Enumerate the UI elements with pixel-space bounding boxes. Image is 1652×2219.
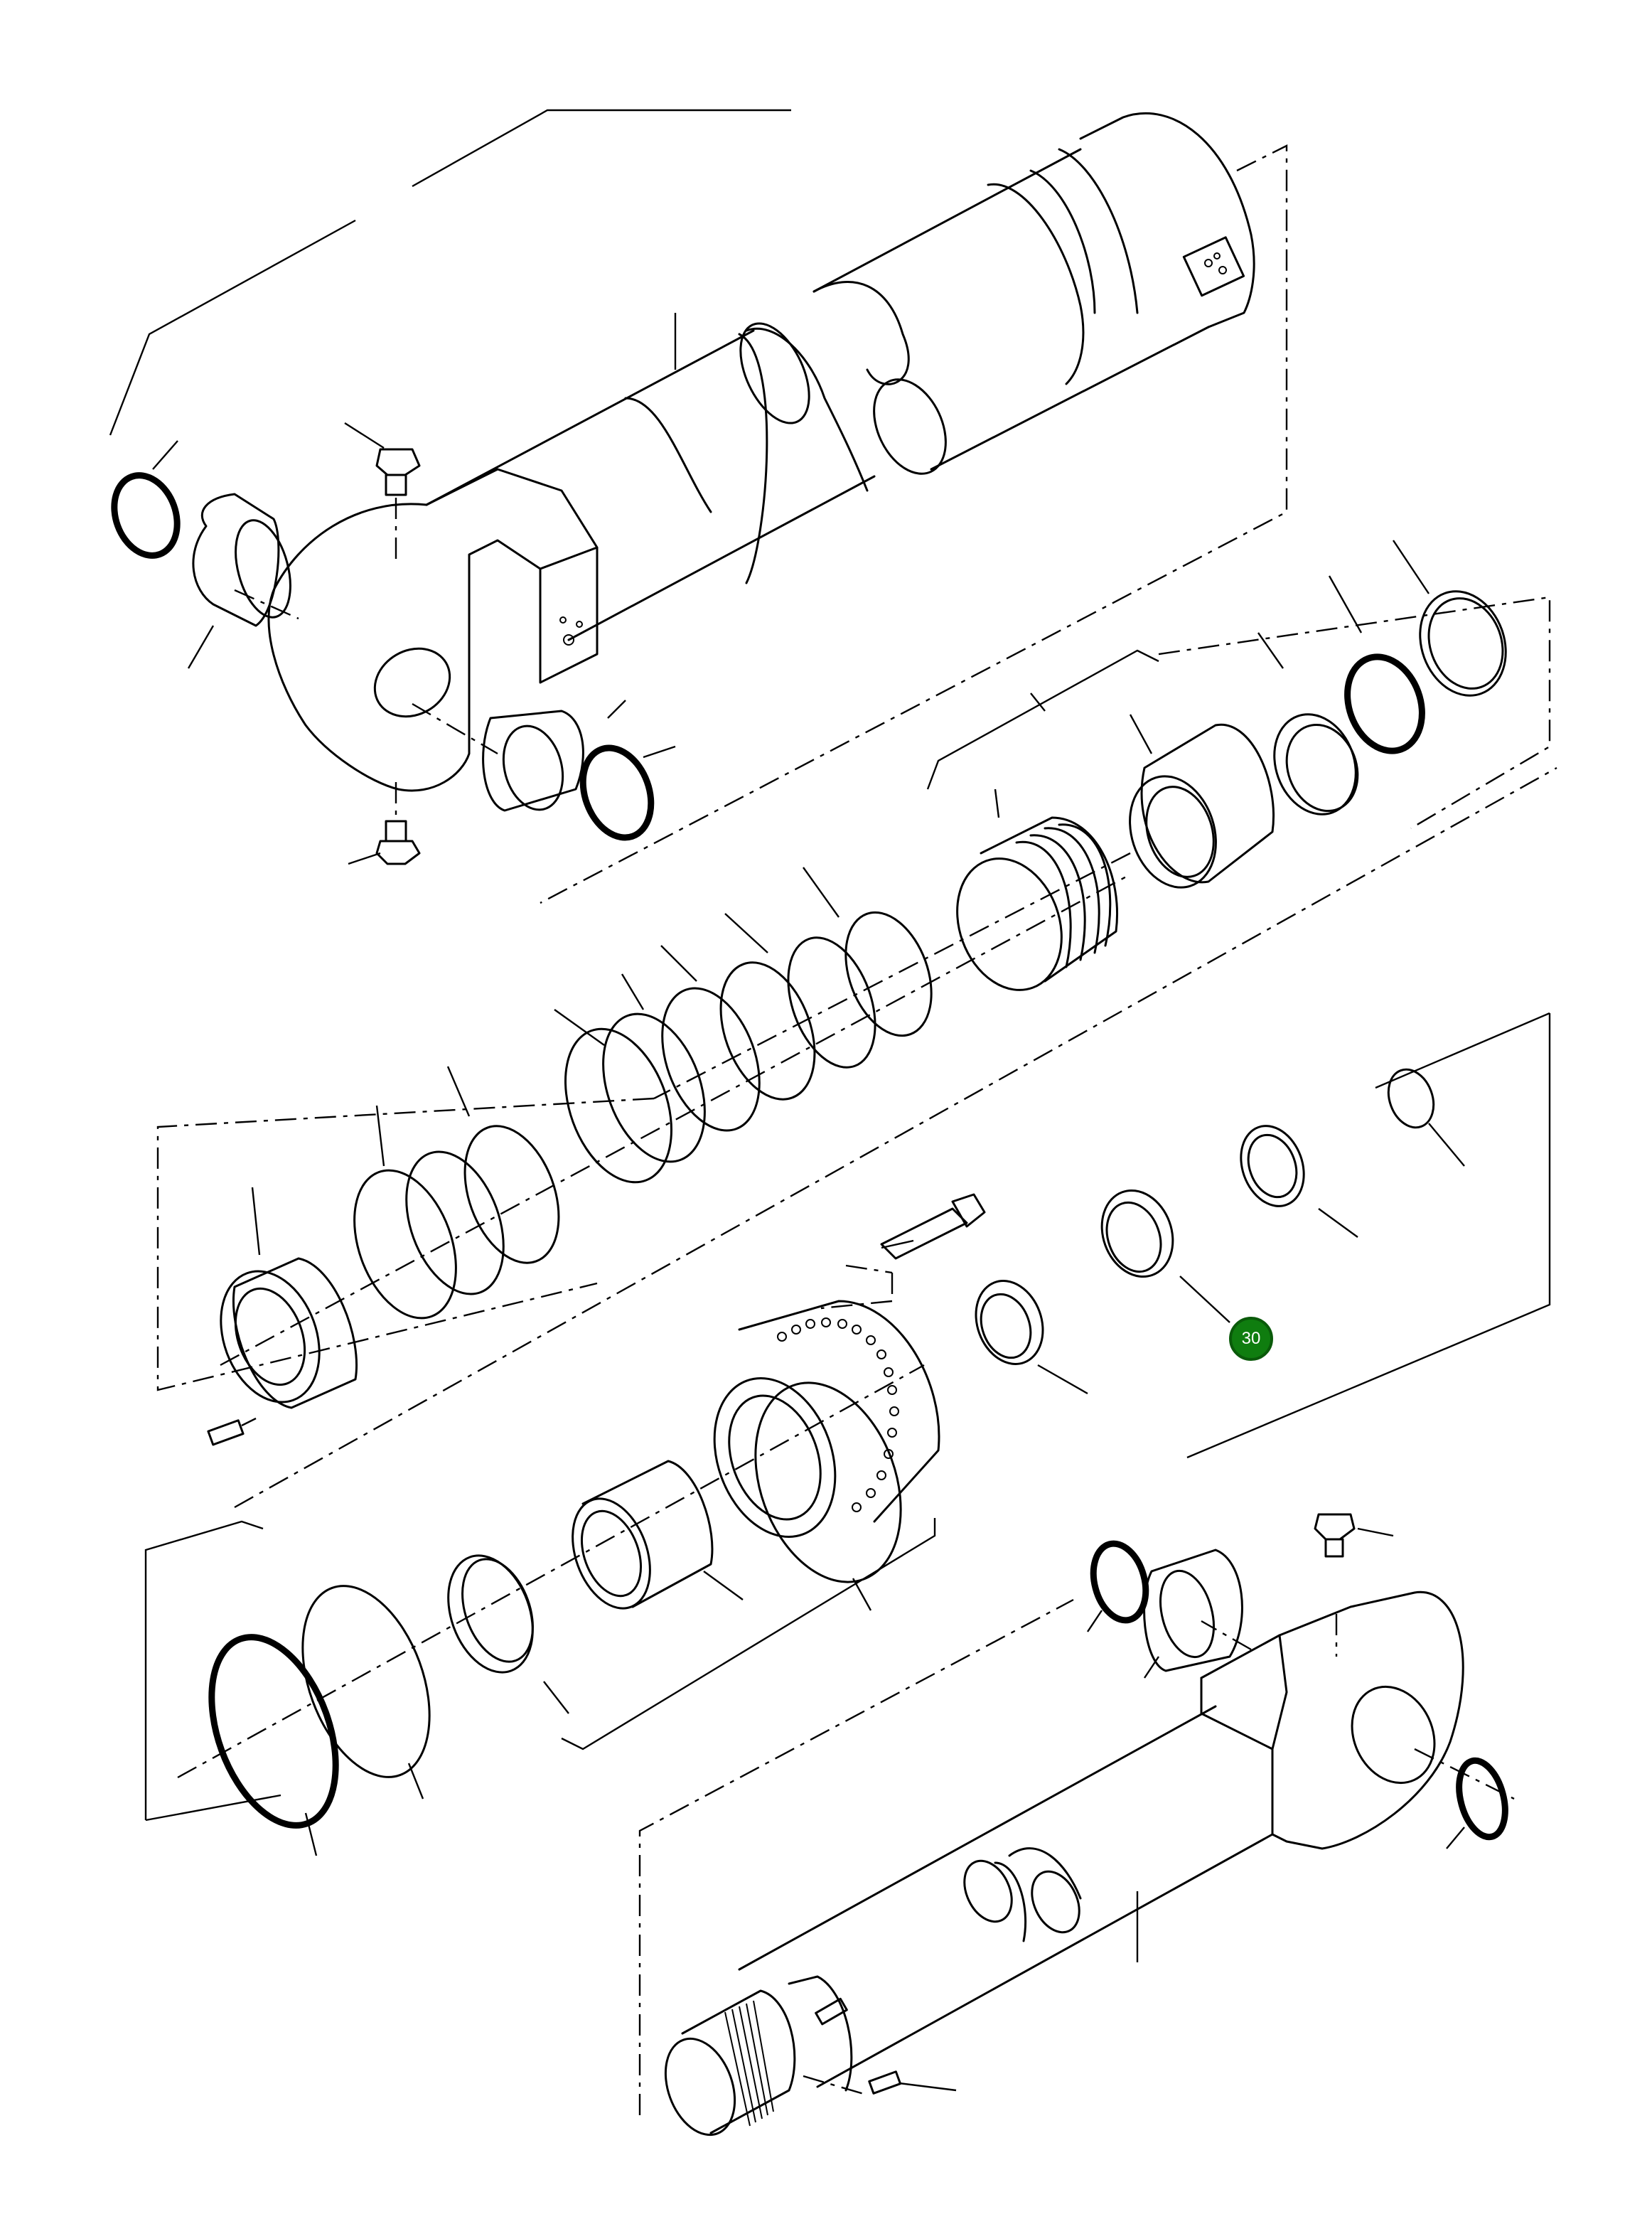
gland-group [144, 766, 1557, 1856]
piston-rod [638, 1513, 1515, 2137]
cylinder-tube [109, 109, 1288, 904]
callout-label: 30 [1241, 1329, 1261, 1348]
grease-fitting-lower [348, 782, 421, 865]
callout-30[interactable]: 30 [1229, 1317, 1273, 1361]
eye-seals [111, 440, 676, 841]
grease-fitting-upper [344, 422, 421, 562]
piston-group [156, 540, 1551, 1446]
